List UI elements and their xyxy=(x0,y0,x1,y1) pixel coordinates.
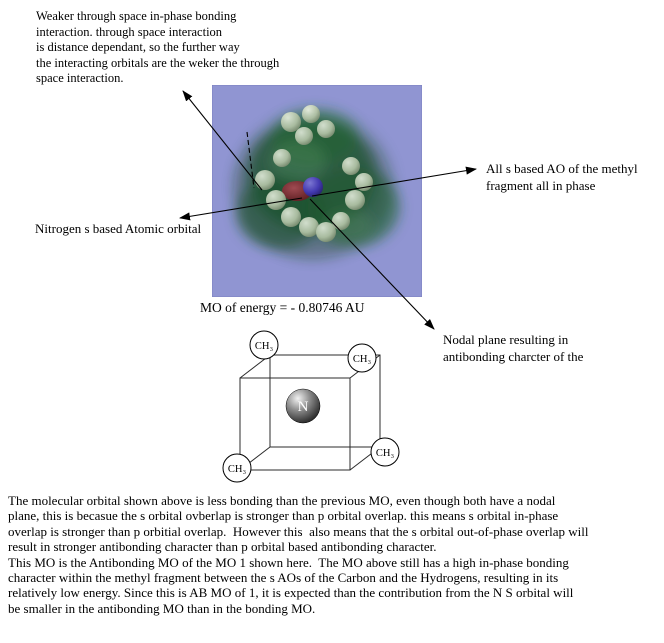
annotation-line: the interacting orbitals are the weker t… xyxy=(36,55,280,70)
annotation-line: antibonding charcter of the xyxy=(443,349,584,364)
annotation-line: interaction. through space interaction xyxy=(36,24,223,39)
body-paragraph: The molecular orbital shown above is les… xyxy=(8,493,589,616)
cube-edges xyxy=(239,354,381,471)
methyl-corner-circles xyxy=(222,330,400,483)
annotation-line: Weaker through space in-phase bonding xyxy=(36,9,237,23)
methyl-circle xyxy=(249,330,279,360)
annotation-all-s-ao: All s based AO of the methyl fragment al… xyxy=(486,160,658,194)
body-line: plane, this is becasue the s orbital ovb… xyxy=(8,508,559,524)
cube-diagram: N CH₃ CH₃ CH₃ CH₃ xyxy=(222,330,400,483)
nitrogen-label: N xyxy=(298,399,309,415)
body-line: This MO is the Antibonding MO of the MO … xyxy=(8,554,569,570)
mo-3d-render xyxy=(212,85,422,297)
annotation-line: Nodal plane resulting in xyxy=(443,332,569,347)
annotation-line: fragment all in phase xyxy=(486,178,596,193)
central-nitrogen-sphere xyxy=(285,388,321,424)
annotation-nitrogen-ao: Nitrogen s based Atomic orbital xyxy=(35,221,202,236)
body-line: relatively low energy. Since this is AB … xyxy=(8,585,574,601)
annotation-line: space interaction. xyxy=(36,71,124,85)
annotation-line: is distance dependant, so the further wa… xyxy=(36,40,240,54)
mo-energy-caption: MO of energy = - 0.80746 AU xyxy=(200,300,365,315)
annotation-line: All s based AO of the methyl xyxy=(486,161,638,176)
methyl-label: CH₃ xyxy=(228,464,247,475)
methyl-circle xyxy=(370,437,400,467)
body-line: result in stronger antibonding character… xyxy=(8,539,437,555)
body-line: overlap is stronger than p orbitial over… xyxy=(8,523,589,539)
body-line: be smaller in the antibonding MO than in… xyxy=(8,600,316,616)
methyl-label: CH₃ xyxy=(353,354,372,365)
methyl-label: CH₃ xyxy=(255,341,274,352)
annotation-weaker-through-space: Weaker through space in-phase bonding in… xyxy=(36,9,336,87)
annotation-nodal-plane: Nodal plane resulting in antibonding cha… xyxy=(443,331,633,365)
body-line: The molecular orbital shown above is les… xyxy=(8,493,556,508)
body-line: character within the methyl fragment bet… xyxy=(8,570,559,586)
methyl-circle xyxy=(222,453,252,483)
methyl-labels: CH₃ CH₃ CH₃ CH₃ xyxy=(228,341,395,475)
methyl-circle xyxy=(347,343,377,373)
methyl-label: CH₃ xyxy=(376,448,395,459)
orbital-wash xyxy=(232,109,396,261)
